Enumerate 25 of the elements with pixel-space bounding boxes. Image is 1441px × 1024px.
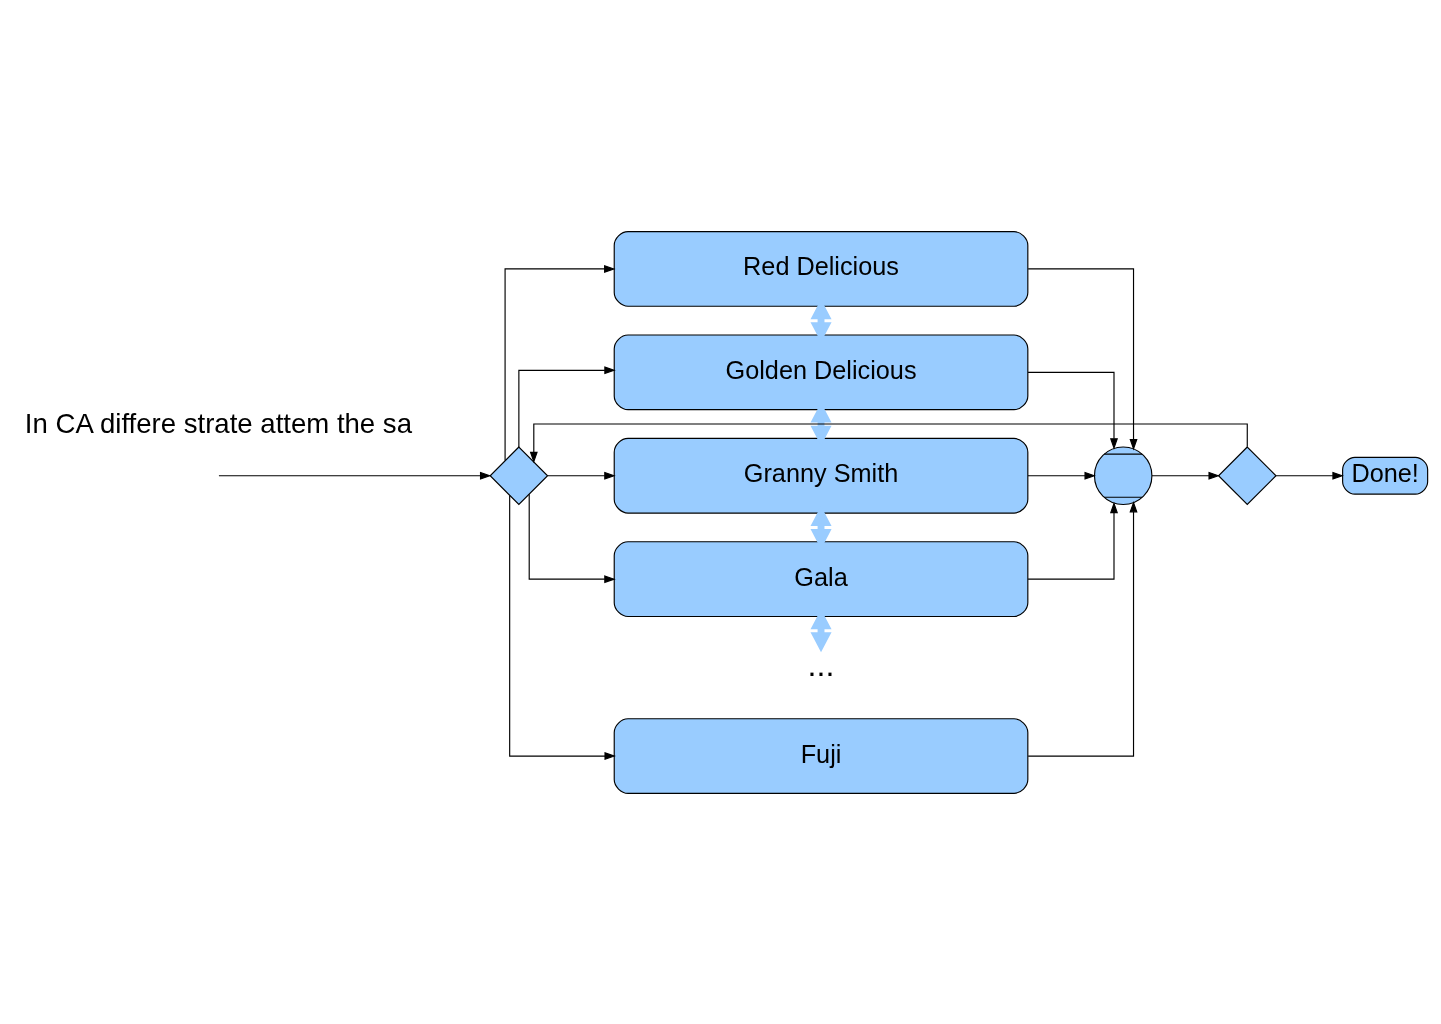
arrow bbox=[529, 422, 1248, 463]
node-box: Fuji bbox=[613, 717, 1029, 794]
node-text: ... bbox=[807, 646, 835, 683]
node-diamond bbox=[489, 445, 549, 505]
arrow bbox=[1027, 267, 1138, 450]
node-box: Red Delicious bbox=[613, 230, 1029, 307]
arrow bbox=[1275, 471, 1344, 480]
node-box: Done! bbox=[1342, 456, 1429, 495]
node-box: Granny Smith bbox=[613, 437, 1029, 514]
arrow bbox=[504, 264, 616, 461]
arrow bbox=[1027, 501, 1118, 580]
node-box: Golden Delicious bbox=[613, 333, 1029, 410]
arrow bbox=[528, 493, 616, 583]
arrow bbox=[518, 365, 616, 447]
node-diamond bbox=[1217, 445, 1277, 505]
arrow bbox=[1027, 371, 1118, 450]
arrow bbox=[1027, 500, 1138, 757]
node-circle bbox=[1093, 445, 1153, 505]
label: In CA differe strate attem the sa bbox=[24, 407, 412, 439]
arrow bbox=[1027, 471, 1096, 480]
arrow bbox=[509, 494, 616, 760]
arrow bbox=[1151, 471, 1220, 480]
node-box: Gala bbox=[613, 540, 1029, 617]
arrow bbox=[218, 471, 492, 480]
arrow bbox=[547, 471, 616, 480]
